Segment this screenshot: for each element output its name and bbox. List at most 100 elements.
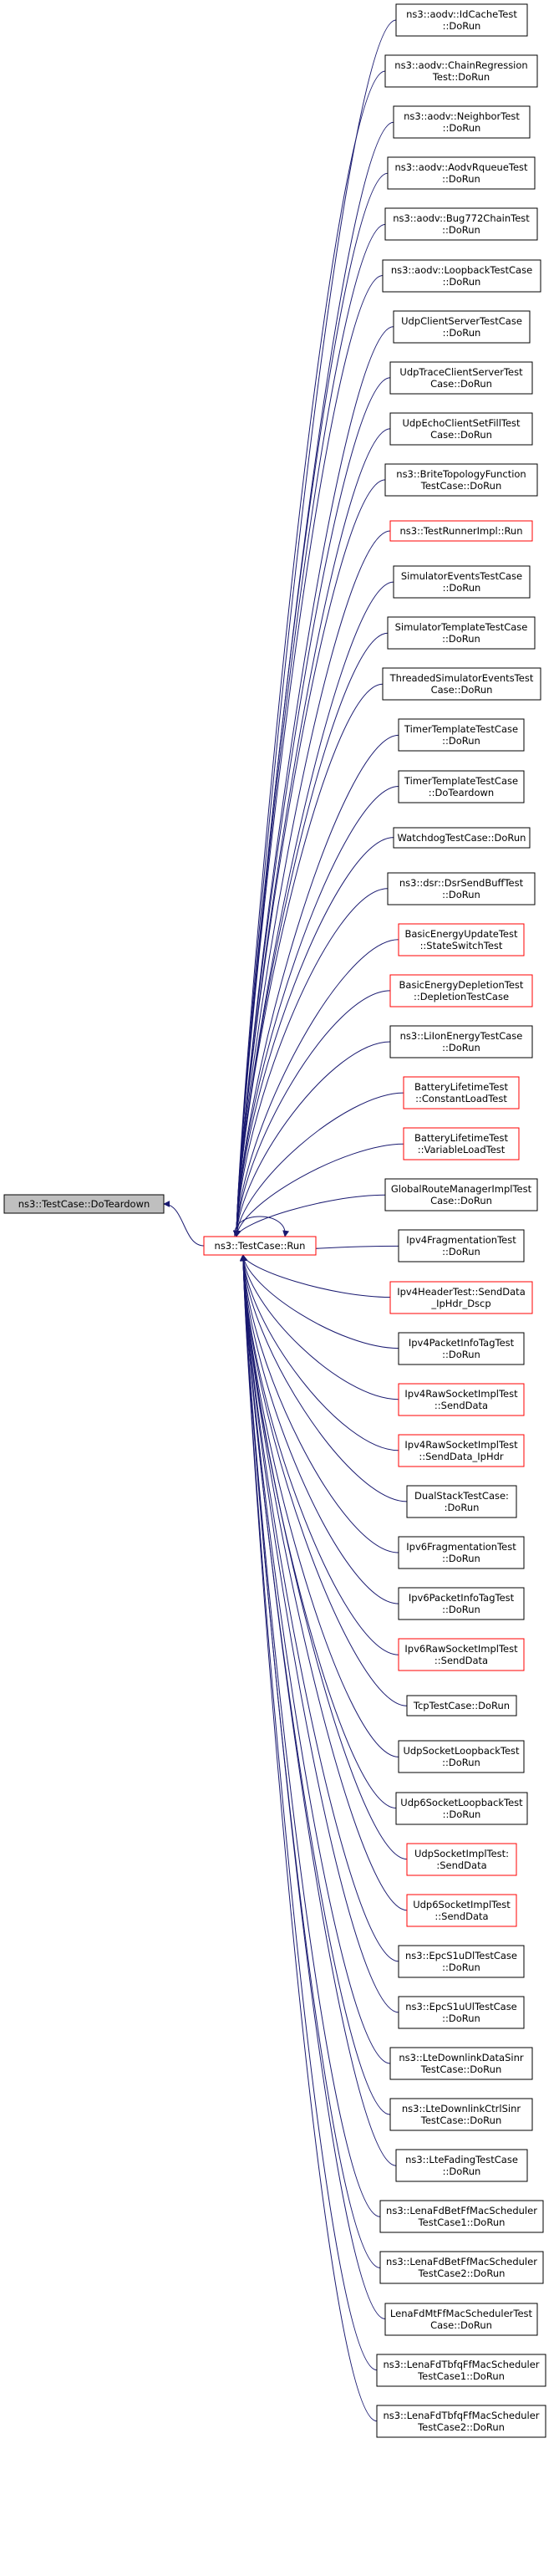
- caller-node-globalroutemanagerimpltestcase-dorun-box: [384, 1178, 538, 1211]
- hub-node-testcase-run[interactable]: ns3::TestCase::Run: [203, 1236, 317, 1256]
- caller-node-ns3-lenafdbetffmacschedulertestcase1-dorun[interactable]: ns3::LenaFdBetFfMacSchedulerTestCase1::D…: [379, 2200, 544, 2233]
- caller-node-ns3-aodv-chainregressiontest-dorun-box: [384, 54, 538, 88]
- edge-basicenergydepletiontest-depletiontestcase-to-run: [233, 990, 391, 1237]
- caller-node-ns3-ltefadingtestcase-dorun[interactable]: ns3::LteFadingTestCase::DoRun: [395, 2149, 528, 2182]
- caller-node-ipv4headertest-senddata-iphdr-dscp-label-line-1: Ipv4HeaderTest::SendData: [397, 1286, 526, 1298]
- caller-node-udpsocketloopbacktest-dorun[interactable]: UdpSocketLoopbackTest::DoRun: [398, 1740, 525, 1773]
- caller-node-ns3-aodv-idcachetest-dorun[interactable]: ns3::aodv::IdCacheTest::DoRun: [395, 3, 528, 37]
- caller-node-udp6socketloopbacktest-dorun[interactable]: Udp6SocketLoopbackTest::DoRun: [395, 1792, 528, 1825]
- caller-node-lenafdmtffmacschedulertestcase-dorun-label-line-2: Case::DoRun: [430, 2319, 492, 2331]
- caller-node-ipv6rawsocketimpltest-senddata[interactable]: Ipv6RawSocketImplTest::SendData: [398, 1638, 525, 1671]
- edge-ns3-dsr-dsrsendbufftest-dorun-to-run: [233, 888, 389, 1237]
- caller-node-basicenergyupdatetest-stateswitchtest-label-line-2: ::StateSwitchTest: [420, 940, 503, 951]
- caller-node-ns3-epcs1uultestcase-dorun-label-line-2: ::DoRun: [442, 2012, 480, 2024]
- caller-node-ipv6packetinfotagtest-dorun-label-line-1: Ipv6PacketInfoTagTest: [409, 1592, 515, 1604]
- caller-node-ns3-ltedownlinkdatasinrtestcase-dorun-label-line-1: ns3::LteDownlinkDataSinr: [399, 2052, 524, 2063]
- caller-node-udptraceclientservertestcase-dorun-box: [389, 361, 533, 395]
- caller-node-ipv6fragmentationtest-dorun[interactable]: Ipv6FragmentationTest::DoRun: [398, 1536, 525, 1569]
- caller-node-ns3-lenafdbetffmacschedulertestcase1-dorun-label-line-1: ns3::LenaFdBetFfMacScheduler: [386, 2205, 537, 2216]
- caller-node-threadedsimulatoreventstestcase-dorun-label-line-2: Case::DoRun: [431, 684, 493, 696]
- caller-node-ns3-lenafdtbfqffmacschedulertestcase2-dorun-label-line-1: ns3::LenaFdTbfqFfMacScheduler: [383, 2410, 539, 2421]
- caller-node-dualstacktestcase-dorun[interactable]: DualStackTestCase::DoRun: [406, 1485, 517, 1518]
- caller-node-ns3-liionenergytestcase-dorun-label-line-1: ns3::LiIonEnergyTestCase: [400, 1030, 523, 1042]
- edge-ns3-aodv-idcachetest-dorun-to-run: [233, 19, 397, 1237]
- caller-node-ns3-epcs1udltestcase-dorun[interactable]: ns3::EpcS1uDlTestCase::DoRun: [398, 1945, 525, 1978]
- caller-node-batterylifetimetest-variableloadtest[interactable]: BatteryLifetimeTest::VariableLoadTest: [403, 1127, 520, 1160]
- edge-dualstacktestcase-dorun-to-run: [240, 1254, 408, 1502]
- edge-batterylifetimetest-variableloadtest-to-run: [233, 1143, 404, 1237]
- caller-node-udpsocketloopbacktest-dorun-label-line-2: ::DoRun: [442, 1757, 480, 1768]
- caller-node-ns3-liionenergytestcase-dorun[interactable]: ns3::LiIonEnergyTestCase::DoRun: [389, 1025, 533, 1058]
- caller-node-basicenergydepletiontest-depletiontestcase[interactable]: BasicEnergyDepletionTest::DepletionTestC…: [389, 974, 533, 1007]
- caller-node-batterylifetimetest-variableloadtest-label-line-1: BatteryLifetimeTest: [414, 1132, 508, 1144]
- caller-node-ns3-lenafdbetffmacschedulertestcase2-dorun[interactable]: ns3::LenaFdBetFfMacSchedulerTestCase2::D…: [379, 2251, 544, 2284]
- caller-node-ns3-liionenergytestcase-dorun-label-line-2: ::DoRun: [442, 1042, 480, 1053]
- caller-node-ns3-lenafdtbfqffmacschedulertestcase1-dorun-label-line-2: TestCase1::DoRun: [417, 2370, 505, 2382]
- edge-timertemplatetestcase-dorun-to-run: [233, 734, 399, 1237]
- caller-node-ns3-epcs1uultestcase-dorun[interactable]: ns3::EpcS1uUlTestCase::DoRun: [398, 1996, 525, 2029]
- caller-node-ns3-aodv-chainregressiontest-dorun-label-line-1: ns3::aodv::ChainRegression: [394, 59, 527, 71]
- caller-node-timertemplatetestcase-dorun[interactable]: TimerTemplateTestCase::DoRun: [398, 718, 525, 752]
- caller-node-ns3-dsr-dsrsendbufftest-dorun[interactable]: ns3::dsr::DsrSendBuffTest::DoRun: [387, 872, 536, 905]
- caller-node-simulatortemplatetestcase-dorun[interactable]: SimulatorTemplateTestCase::DoRun: [387, 616, 536, 650]
- caller-node-ipv6fragmentationtest-dorun-label-line-2: ::DoRun: [442, 1553, 480, 1564]
- caller-node-watchdogtestcase-dorun[interactable]: WatchdogTestCase::DoRun: [393, 827, 531, 849]
- caller-node-ipv4rawsocketimpltest-senddata-iphdr-box: [398, 1434, 525, 1467]
- caller-node-batterylifetimetest-constantloadtest-box: [403, 1076, 520, 1109]
- caller-node-ipv4rawsocketimpltest-senddata-iphdr-label-line-2: ::SendData_IpHdr: [419, 1451, 504, 1462]
- caller-node-timertemplatetestcase-doteardown[interactable]: TimerTemplateTestCase::DoTeardown: [398, 770, 525, 803]
- caller-node-batterylifetimetest-constantloadtest[interactable]: BatteryLifetimeTest::ConstantLoadTest: [403, 1076, 520, 1109]
- caller-node-ipv4rawsocketimpltest-senddata[interactable]: Ipv4RawSocketImplTest::SendData: [398, 1383, 525, 1416]
- edge-udp6socketloopbacktest-dorun-to-run: [240, 1254, 397, 1808]
- caller-node-ns3-dsr-dsrsendbufftest-dorun-label-line-1: ns3::dsr::DsrSendBuffTest: [399, 877, 524, 889]
- caller-node-ns3-lenafdtbfqffmacschedulertestcase2-dorun[interactable]: ns3::LenaFdTbfqFfMacSchedulerTestCase2::…: [376, 2405, 546, 2438]
- caller-node-udp6socketloopbacktest-dorun-label-line-1: Udp6SocketLoopbackTest: [400, 1797, 523, 1808]
- caller-node-ns3-lenafdtbfqffmacschedulertestcase1-dorun[interactable]: ns3::LenaFdTbfqFfMacSchedulerTestCase1::…: [376, 2354, 546, 2387]
- caller-node-simulatoreventstestcase-dorun-label-line-2: ::DoRun: [443, 582, 481, 594]
- caller-node-udp6socketloopbacktest-dorun-label-line-2: ::DoRun: [443, 1808, 481, 1820]
- root-node-testcase-doteardown[interactable]: ns3::TestCase::DoTeardown: [3, 1194, 165, 1214]
- edge-ns3-lenafdtbfqffmacschedulertestcase2-dorun-to-run: [240, 1254, 378, 2422]
- edge-ns3-epcs1uultestcase-dorun-to-run: [240, 1254, 399, 2013]
- caller-node-udp6socketimpltest-senddata[interactable]: Udp6SocketImplTest::SendData: [406, 1894, 517, 1927]
- caller-node-ipv4rawsocketimpltest-senddata-iphdr[interactable]: Ipv4RawSocketImplTest::SendData_IpHdr: [398, 1434, 525, 1467]
- caller-node-ns3-aodv-loopbacktestcase-dorun[interactable]: ns3::aodv::LoopbackTestCase::DoRun: [382, 259, 541, 293]
- caller-node-ipv4headertest-senddata-iphdr-dscp-box: [389, 1281, 533, 1314]
- caller-node-basicenergyupdatetest-stateswitchtest[interactable]: BasicEnergyUpdateTest::StateSwitchTest: [398, 923, 525, 956]
- caller-node-udpsocketimpltest-senddata[interactable]: UdpSocketImplTest::SendData: [406, 1843, 517, 1876]
- caller-node-tcptestcase-dorun-box: [406, 1695, 517, 1716]
- caller-node-ipv6rawsocketimpltest-senddata-label-line-2: ::SendData: [434, 1655, 488, 1666]
- caller-node-watchdogtestcase-dorun-label-line-1: WatchdogTestCase::DoRun: [398, 832, 526, 844]
- caller-node-ipv4packetinfotagtest-dorun[interactable]: Ipv4PacketInfoTagTest::DoRun: [398, 1332, 525, 1365]
- edge-ns3-aodv-chainregressiontest-dorun-to-run: [233, 70, 386, 1237]
- caller-node-ns3-testrunnerimpl-run[interactable]: ns3::TestRunnerImpl::Run: [389, 520, 533, 542]
- edge-lenafdmtffmacschedulertestcase-dorun-to-run: [240, 1254, 386, 2319]
- caller-node-simulatoreventstestcase-dorun[interactable]: SimulatorEventsTestCase::DoRun: [393, 565, 531, 599]
- caller-node-ns3-aodv-bug772chaintest-dorun[interactable]: ns3::aodv::Bug772ChainTest::DoRun: [384, 207, 538, 241]
- caller-node-ns3-lenafdtbfqffmacschedulertestcase1-dorun-box: [376, 2354, 546, 2387]
- edge-ipv6packetinfotagtest-dorun-to-run: [240, 1254, 399, 1604]
- edge-udpechoclientsetfilltestcase-dorun-to-run: [233, 428, 391, 1237]
- caller-node-ns3-aodv-neighbortest-dorun[interactable]: ns3::aodv::NeighborTest::DoRun: [393, 105, 531, 139]
- caller-node-udpclientservertestcase-dorun[interactable]: UdpClientServerTestCase::DoRun: [393, 310, 531, 344]
- caller-node-ipv4headertest-senddata-iphdr-dscp[interactable]: Ipv4HeaderTest::SendData_IpHdr_Dscp: [389, 1281, 533, 1314]
- caller-node-ns3-aodv-aodvrqueuetest-dorun[interactable]: ns3::aodv::AodvRqueueTest::DoRun: [387, 156, 536, 190]
- edge-udp6socketimpltest-senddata-to-run: [240, 1254, 408, 1911]
- caller-node-tcptestcase-dorun[interactable]: TcpTestCase::DoRun: [406, 1695, 517, 1716]
- caller-node-ipv6packetinfotagtest-dorun[interactable]: Ipv6PacketInfoTagTest::DoRun: [398, 1587, 525, 1620]
- edge-ipv4packetinfotagtest-dorun-to-run: [240, 1254, 399, 1349]
- caller-node-ns3-ltedownlinkctrlsinrtestcase-dorun-box: [389, 2098, 533, 2131]
- caller-node-ipv4fragmentationtest-dorun[interactable]: Ipv4FragmentationTest::DoRun: [398, 1229, 525, 1262]
- caller-node-ns3-aodv-chainregressiontest-dorun-label-line-2: Test::DoRun: [432, 71, 490, 83]
- caller-node-ns3-britetopologyfunctiontestcase-dorun[interactable]: ns3::BriteTopologyFunctionTestCase::DoRu…: [384, 463, 538, 497]
- caller-node-ns3-aodv-bug772chaintest-dorun-label-line-1: ns3::aodv::Bug772ChainTest: [393, 212, 530, 224]
